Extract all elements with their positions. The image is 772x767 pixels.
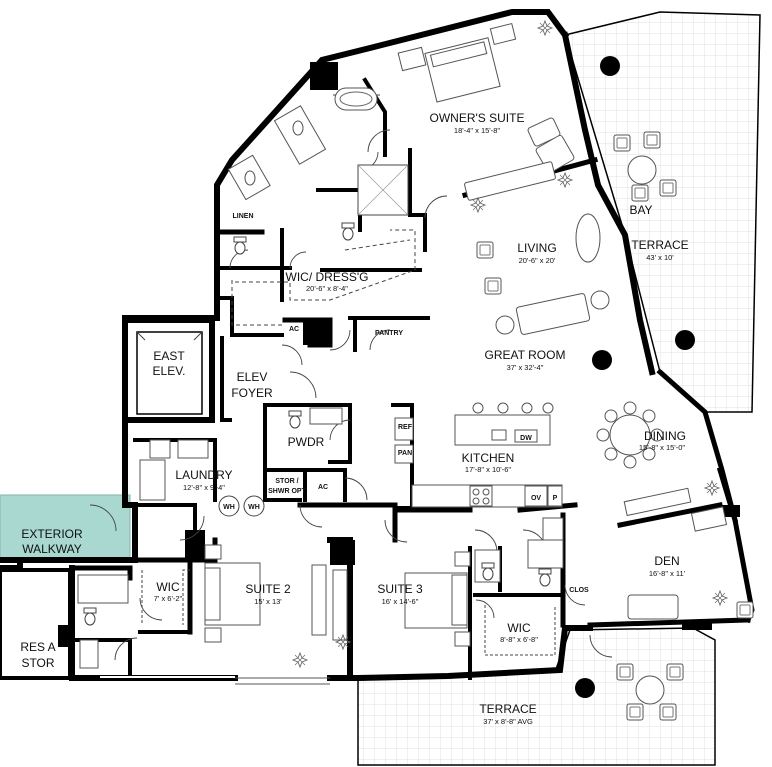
bath3 [474,517,564,583]
laundry-machines [139,439,209,501]
wh1-label: WH [223,504,235,511]
den-furniture [627,506,754,620]
east-elev-label2: ELEV. [153,364,186,378]
exterior-walkway-area [0,494,131,562]
owners-lounge-chair [527,117,575,174]
wic-dressing-dim: 20'-6" x 8'-4" [306,284,348,293]
bath2 [77,574,129,669]
elevator-cab [136,331,203,415]
wic2-dim: 7' x 6'-2" [154,594,183,603]
den-dim: 16'-8" x 11' [649,569,686,578]
wic2-shelving [141,569,190,625]
den-label: DEN [654,554,679,568]
bay-terrace-label1: BAY [629,203,652,217]
east-elev-label1: EAST [153,349,185,363]
owners-plant2-icon [557,172,573,188]
living-dim: 20'-6" x 20' [519,256,556,265]
elev-foyer-label2: FOYER [231,386,273,400]
clos-label: CLOS [569,587,589,594]
terrace-posts [575,56,695,698]
suite3-dim: 16' x 14'-6" [382,597,419,606]
great-room-dim: 37' x 32'-4" [507,363,544,372]
ov-label: OV [531,495,541,502]
kitchen-counter [394,417,563,508]
vanity [227,105,327,201]
master-toilet2-icon [233,236,247,255]
dining-dim: 15'-8" x 15'-0" [639,443,685,452]
kitchen-dim: 17'-8" x 10'-6" [465,465,511,474]
suite2-label: SUITE 2 [245,582,291,596]
terrace-dim: 37' x 8'-8" AVG [483,717,533,726]
water-heaters [218,495,265,517]
shower [357,164,409,216]
wic3-label: WIC [507,621,531,635]
linen-label: LINEN [233,213,254,220]
window-marks [100,676,330,685]
wic-dressing-label: WIC/ DRESS'G [286,270,369,284]
wic3-shelving [484,605,556,656]
closet-shelving [231,229,416,326]
bath3-toilet-icon [538,568,552,587]
dw-label: DW [520,435,532,442]
owners-bench [464,161,556,201]
dining-table [596,401,664,469]
ac1-label: AC [289,326,299,333]
living-plant-icon [470,197,486,213]
stor-label2: SHWR OPT [268,488,306,495]
bay-terrace-furniture [613,131,677,202]
ref-label: REF [398,424,413,431]
master-toilet-icon [341,222,355,241]
res-a-stor-label1: RES A [20,640,55,654]
suite2-dim: 15' x 13' [254,597,282,606]
exterior-walkway-label1: EXTERIOR [21,527,83,541]
powder-fixtures [309,407,343,425]
bay-terrace-dim: 43' x 10' [646,253,674,262]
laundry-dim: 12'-8" x 9'-4" [183,483,225,492]
living-furniture [476,213,610,335]
bath3-toilet2-icon [481,562,495,581]
great-room-label: GREAT ROOM [485,348,566,362]
ac2-label: AC [318,484,328,491]
laundry-label: LAUNDRY [175,468,232,482]
living-label: LIVING [517,241,556,255]
kitchen-island [454,402,554,446]
structural-columns [58,62,740,647]
bay-terrace-area [564,11,761,413]
stor-label1: STOR / [275,478,298,485]
terrace-label: TERRACE [479,702,536,716]
suite2-plant-icon [292,652,308,668]
pwdr-label: PWDR [288,435,325,449]
powder-toilet-icon [288,410,302,429]
elev-foyer-label1: ELEV [237,370,268,384]
bay-terrace-label2: TERRACE [631,238,688,252]
p-label: P [553,495,558,502]
suite2-bed [204,544,327,643]
terrace-furniture [616,663,684,721]
owners-suite-label: OWNER'S SUITE [430,111,525,125]
res-a-stor-label2: STOR [21,656,54,670]
exterior-walkway-label2: WALKWAY [22,542,82,556]
wic3-dim: 8'-8" x 6'-8" [500,635,538,644]
res-a-stor-area [0,568,72,680]
suite3-bed [332,551,471,647]
pantry-label: PANTRY [375,330,403,337]
kitchen-label: KITCHEN [462,451,515,465]
pan-label: PAN [398,450,412,457]
wic2-label: WIC [156,580,180,594]
suite3-label: SUITE 3 [377,582,423,596]
bath2-toilet-icon [83,607,97,626]
dining-sideboard [623,487,692,517]
bathtub-icon [333,87,380,111]
owners-plant-icon [537,20,553,36]
dining-plant-icon [704,480,720,496]
owners-suite-dim: 18'-4" x 15'-8" [454,126,500,135]
owners-bed [397,22,517,103]
room-labels: OWNER'S SUITE 18'-4" x 15'-8" BAY TERRAC… [20,111,688,726]
wh2-label: WH [248,504,260,511]
dining-label: DINING [644,429,686,443]
